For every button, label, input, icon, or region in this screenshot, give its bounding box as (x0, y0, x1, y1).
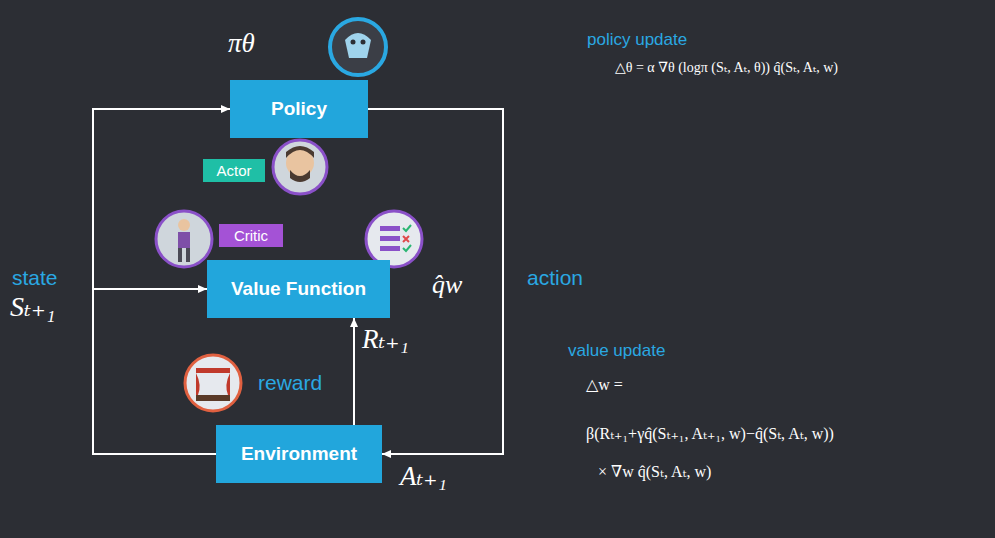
role-badge: Actor (203, 159, 265, 182)
process-box: Policy (230, 80, 368, 138)
signal-name: state (12, 266, 58, 290)
node-text: Value Function (231, 278, 366, 300)
formula: △w = (586, 375, 623, 394)
actor-icon (273, 140, 327, 194)
checklist-icon (366, 211, 422, 267)
action-symbol: Aₜ₊₁ (400, 460, 447, 492)
node-text: Critic (234, 227, 268, 244)
edge-label: action (527, 266, 583, 290)
node-text: Policy (271, 98, 327, 120)
policy-icon (330, 19, 386, 75)
stage-icon (185, 355, 241, 411)
process-box: Value Function (207, 260, 390, 318)
formula-title: value update (568, 341, 665, 361)
node-text: Environment (241, 443, 357, 465)
policy-symbol: πθ (228, 28, 255, 59)
formula: β(Rₜ₊₁+γq̂(Sₜ₊₁, Aₜ₊₁, w)−q̂(Sₜ, Aₜ, w)) (586, 424, 834, 443)
signal-name: reward (258, 371, 322, 395)
critic-icon (156, 211, 212, 267)
node-text: Actor (216, 162, 251, 179)
connector (353, 318, 355, 425)
edge-label: Rₜ₊₁ (362, 323, 409, 355)
connector (93, 289, 216, 454)
process-box: Environment (216, 425, 382, 483)
state-symbol: Sₜ₊₁ (10, 290, 55, 323)
formula: △θ = α ∇θ (logπ (Sₜ, Aₜ, θ)) q̂(Sₜ, Aₜ, … (615, 59, 838, 76)
formula: × ∇w q̂(Sₜ, Aₜ, w) (598, 462, 711, 481)
formula-title: policy update (587, 30, 687, 50)
role-badge: Critic (219, 224, 283, 247)
value-symbol: q̂w (432, 270, 462, 300)
